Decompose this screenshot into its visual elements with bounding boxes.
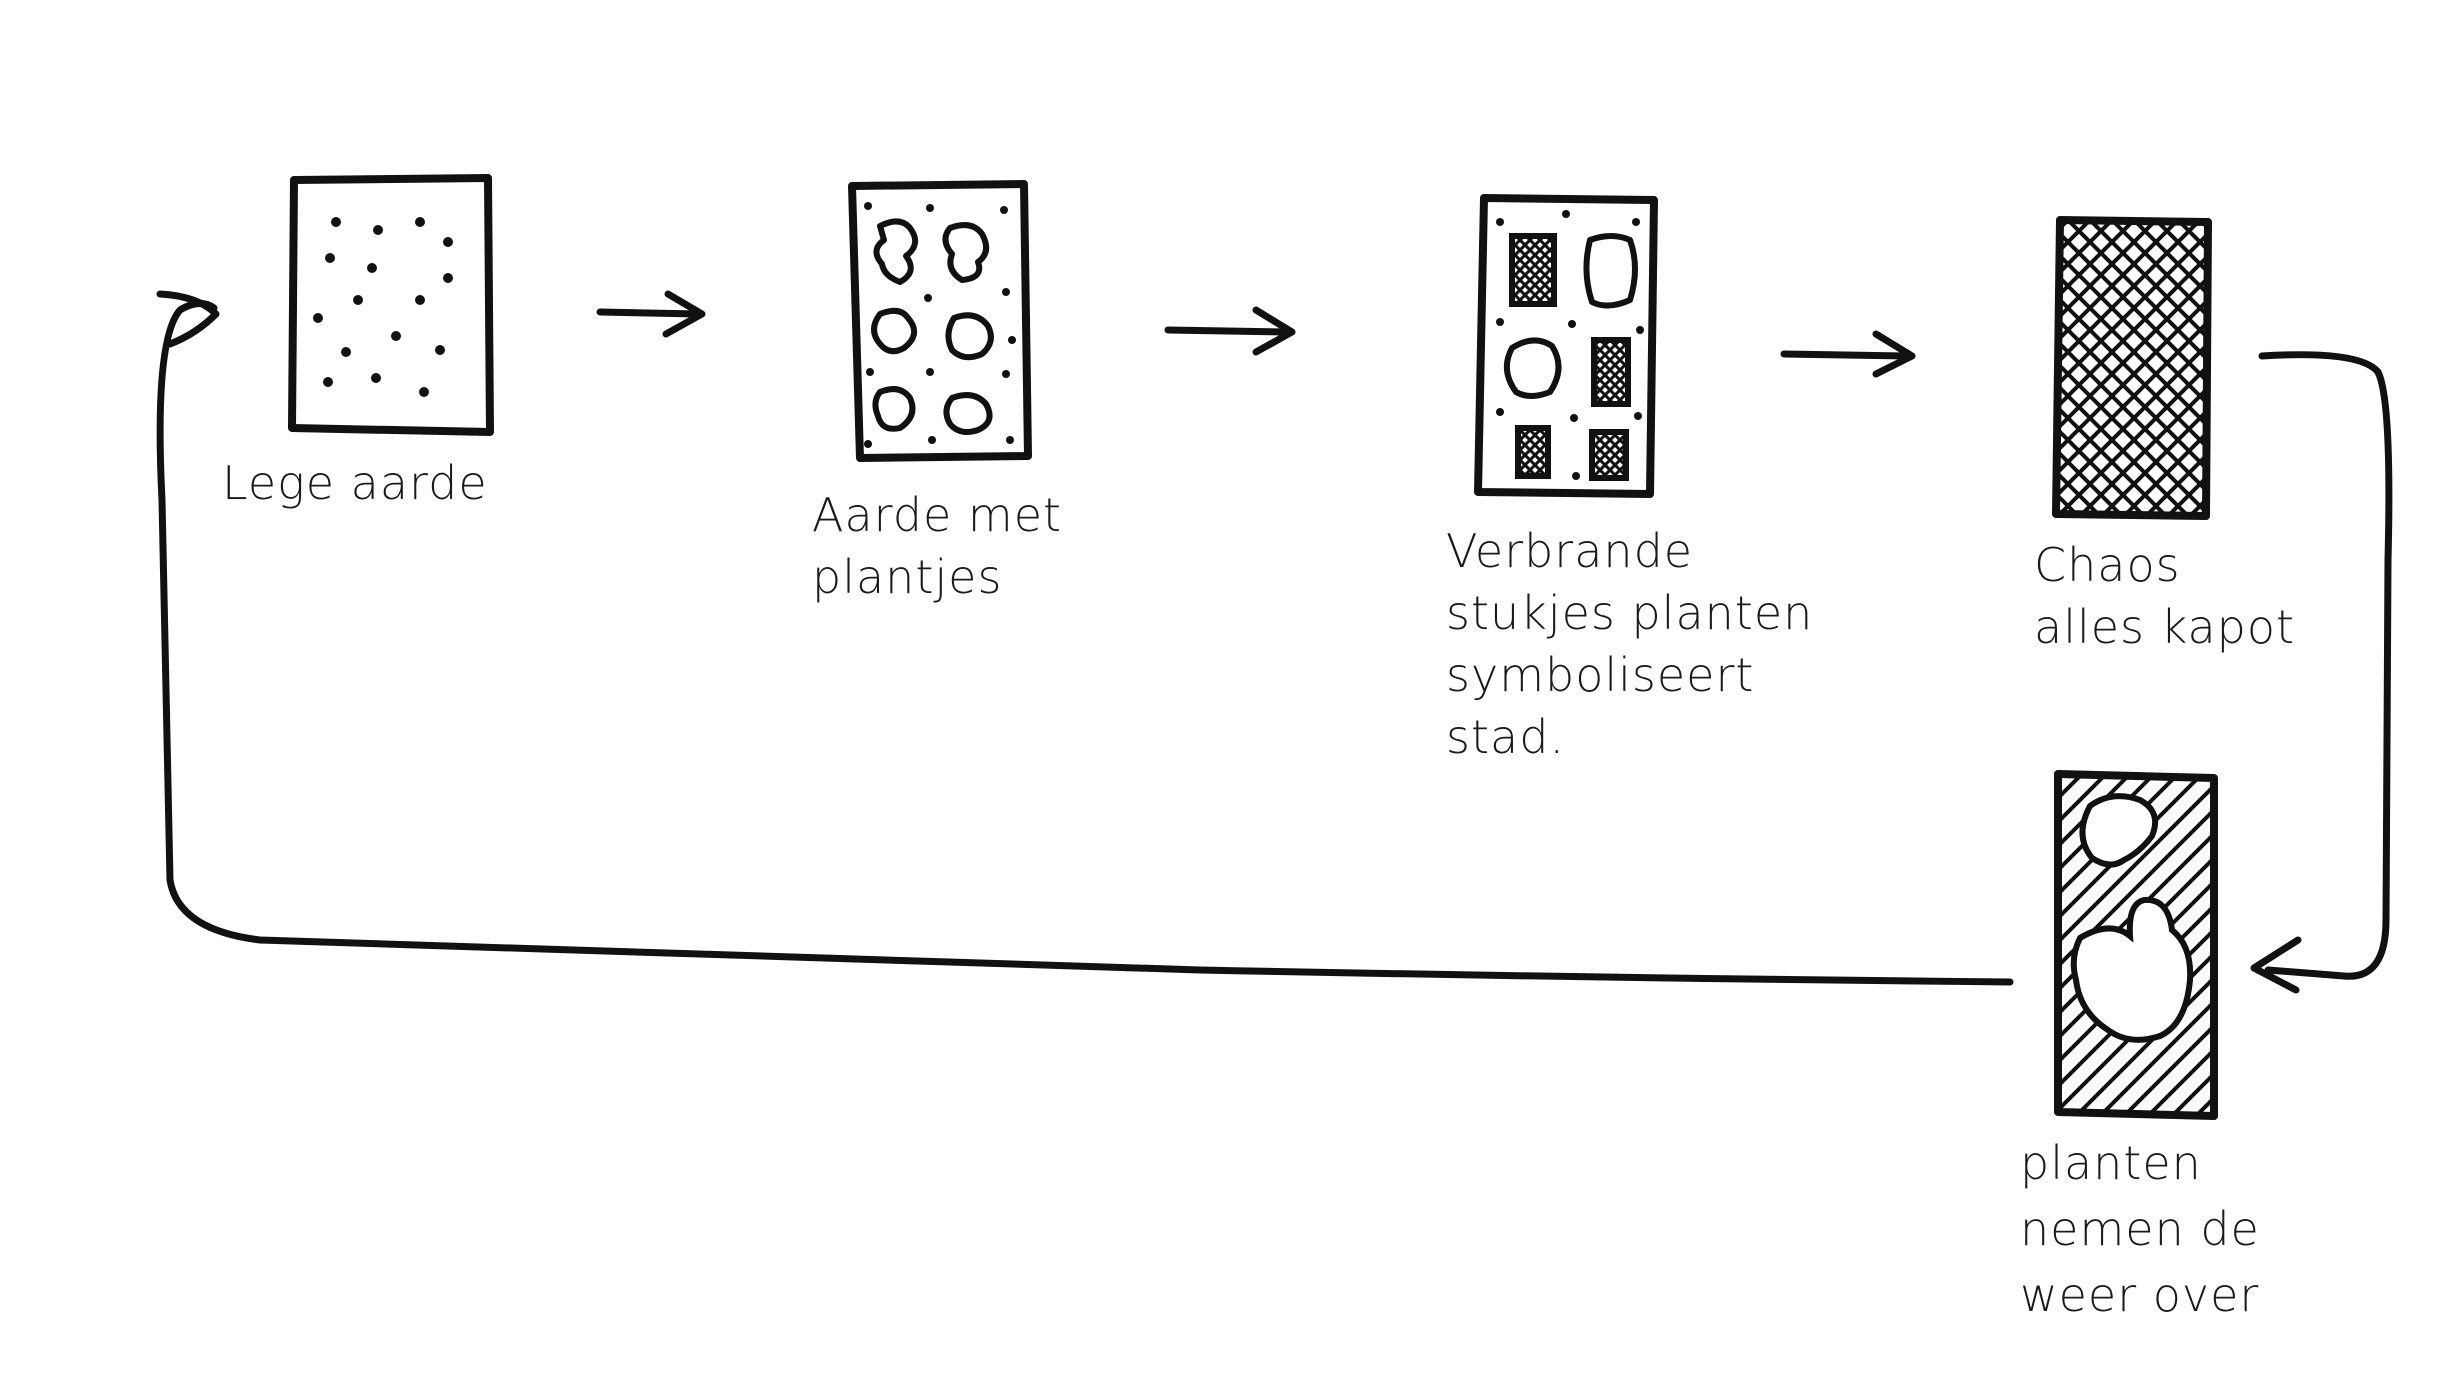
label-line: stukjes planten: [1446, 586, 1814, 640]
label-line: symboliseert: [1446, 648, 1755, 702]
arrow-4: [2250, 351, 2393, 994]
arrow-1: [596, 290, 706, 338]
label-line: plantjes: [812, 550, 1003, 604]
label-line: nemen de: [2020, 1202, 2260, 1256]
label-line: stad.: [1446, 710, 1566, 764]
label-line: alles kapot: [2034, 600, 2296, 654]
panel-planten-nemen-over: [2054, 770, 2218, 1120]
panel-chaos: [2052, 216, 2212, 520]
label-line: weer over: [2020, 1268, 2260, 1322]
arrow-return: [156, 290, 2014, 986]
arrow-2: [1164, 306, 1296, 356]
soil-dots: [313, 217, 453, 397]
label-line: Verbrande: [1446, 524, 1694, 578]
label-line: Lege aarde: [222, 456, 488, 510]
label-verbrande-stukjes: Verbrande stukjes planten symboliseert s…: [1446, 520, 1813, 768]
arrow-3: [1780, 330, 1916, 378]
label-line: planten: [2020, 1136, 2202, 1190]
panel-lege-aarde: [288, 174, 494, 436]
label-planten-nemen-over: planten nemen de weer over: [2020, 1130, 2260, 1328]
label-chaos: Chaos alles kapot: [2034, 534, 2295, 658]
panel-aarde-met-plantjes: [848, 180, 1032, 462]
label-lege-aarde: Lege aarde: [222, 452, 488, 514]
label-aarde-met-plantjes: Aarde met plantjes: [812, 484, 1062, 608]
label-line: Aarde met: [812, 488, 1063, 542]
panel-verbrande-stukjes: [1474, 194, 1658, 498]
label-line: Chaos: [2034, 538, 2181, 592]
